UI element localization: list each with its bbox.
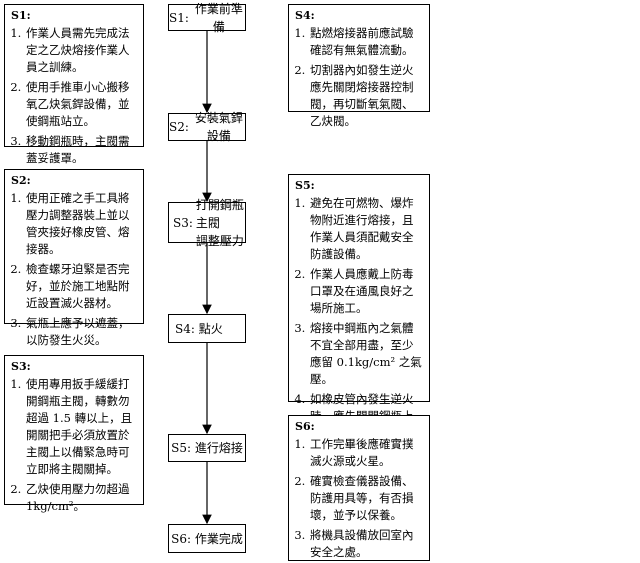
note-item: 使用正確之手工具將壓力調整器裝上並以管夾接好橡皮管、熔接器。 <box>25 190 138 258</box>
note-label: S1: <box>11 9 31 22</box>
note-item: 熔接中鋼瓶內之氣體不宜全部用盡，至少應留 0.1kg/cm² 之氣壓。 <box>309 320 424 388</box>
step-s5: S5: 進行熔接 <box>168 434 246 462</box>
step-s2: S2: 安裝氣銲設備 <box>168 111 246 143</box>
step-label: S2: <box>169 120 189 134</box>
note-s5: S5: 避免在可燃物、爆炸物附近進行熔接，且作業人員須配戴安全防護設備。 作業人… <box>288 174 430 474</box>
step-label: S3: <box>173 215 193 230</box>
step-text: 作業前準備 <box>194 1 243 34</box>
step-label: S1: <box>169 10 189 25</box>
step-text: 安裝氣銲設備 <box>194 111 243 143</box>
step-label: S6: <box>171 531 192 546</box>
step-text: 打開鋼瓶主閥 調整壓力 <box>195 197 244 248</box>
note-item: 檢查螺牙迫緊是否完好，並於施工地點附近設置滅火器材。 <box>25 261 138 312</box>
step-s3: S3: 打開鋼瓶主閥 調整壓力 <box>168 198 246 248</box>
step-text: 進行熔接 <box>194 441 243 455</box>
note-item: 切割器內如發生逆火應先關閉熔接器控制閥，再切斷氧氣閥、乙炔閥。 <box>309 62 424 130</box>
note-s3: S3: 使用專用扳手緩緩打開鋼瓶主閥，轉數勿超過 1.5 轉以上，且開關把手必須… <box>4 355 144 513</box>
step-s6: S6: 作業完成 <box>168 524 246 553</box>
step-label: S5: <box>171 441 192 455</box>
note-s6: S6: 工作完畢後應確實撲滅火源或火星。 確實檢查儀器設備、防護用具等，有否損壞… <box>288 415 430 561</box>
note-item: 確實檢查儀器設備、防護用具等，有否損壞，並予以保養。 <box>309 473 424 524</box>
note-item: 作業人員需先完成法定之乙炔熔接作業人員之訓練。 <box>25 25 138 76</box>
note-item: 乙炔使用壓力勿超過 1kg/cm²。 <box>25 481 138 515</box>
note-label: S2: <box>11 174 31 187</box>
note-item: 氣瓶上應予以遮蓋，以防發生火災。 <box>25 315 138 349</box>
note-s4: S4: 點燃熔接器前應試驗確認有無氣體流動。 切割器內如發生逆火應先關閉熔接器控… <box>288 4 430 128</box>
note-label: S5: <box>295 179 315 192</box>
note-item: 使用手推車小心搬移氧乙炔氣銲設備，並使鋼瓶站立。 <box>25 79 138 130</box>
note-item: 點燃熔接器前應試驗確認有無氣體流動。 <box>309 25 424 59</box>
note-label: S3: <box>11 360 31 373</box>
note-item: 移動鋼瓶時，主閥需蓋妥護罩。 <box>25 133 138 167</box>
note-item: 避免在可燃物、爆炸物附近進行熔接，且作業人員須配戴安全防護設備。 <box>309 195 424 263</box>
note-item: 將機具設備放回室內安全之處。 <box>309 527 424 561</box>
step-s1: S1: 作業前準備 <box>168 2 246 34</box>
note-label: S6: <box>295 420 315 433</box>
note-item: 使用專用扳手緩緩打開鋼瓶主閥，轉數勿超過 1.5 轉以上，且開關把手必須放置於主… <box>25 376 138 478</box>
note-label: S4: <box>295 9 315 22</box>
step-s4: S4: 點火 <box>168 314 246 343</box>
note-item: 作業人員應戴上防毒口罩及在通風良好之場所施工。 <box>309 266 424 317</box>
note-item: 工作完畢後應確實撲滅火源或火星。 <box>309 436 424 470</box>
step-text: 作業完成 <box>194 531 243 546</box>
step-label: S4: <box>175 321 195 336</box>
note-s1: S1: 作業人員需先完成法定之乙炔熔接作業人員之訓練。 使用手推車小心搬移氧乙炔… <box>4 4 144 165</box>
note-s2: S2: 使用正確之手工具將壓力調整器裝上並以管夾接好橡皮管、熔接器。 檢查螺牙迫… <box>4 169 144 347</box>
step-text: 點火 <box>198 321 223 336</box>
